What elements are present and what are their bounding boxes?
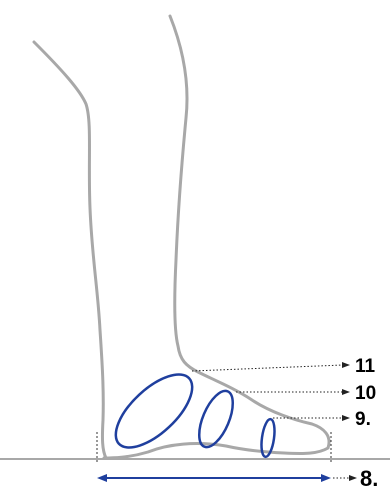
- leg-back-outline: [34, 42, 106, 458]
- length-arrow-left: [97, 474, 107, 482]
- length-arrow-right: [321, 474, 331, 482]
- leader-arrow-11: [342, 362, 350, 368]
- instep-girth-ellipse: [192, 386, 239, 451]
- leader-arrow-9: [342, 415, 350, 421]
- label-instep-girth: 10: [355, 383, 376, 404]
- label-ball-girth: 11: [355, 356, 376, 377]
- label-foot-length: 8.: [360, 466, 378, 486]
- leader-arrow-10: [342, 389, 350, 395]
- leader-line-11: [192, 365, 343, 371]
- label-toe-girth: 9.: [355, 409, 371, 430]
- leader-arrow-8: [349, 475, 357, 481]
- leg-front-outline: [104, 16, 329, 458]
